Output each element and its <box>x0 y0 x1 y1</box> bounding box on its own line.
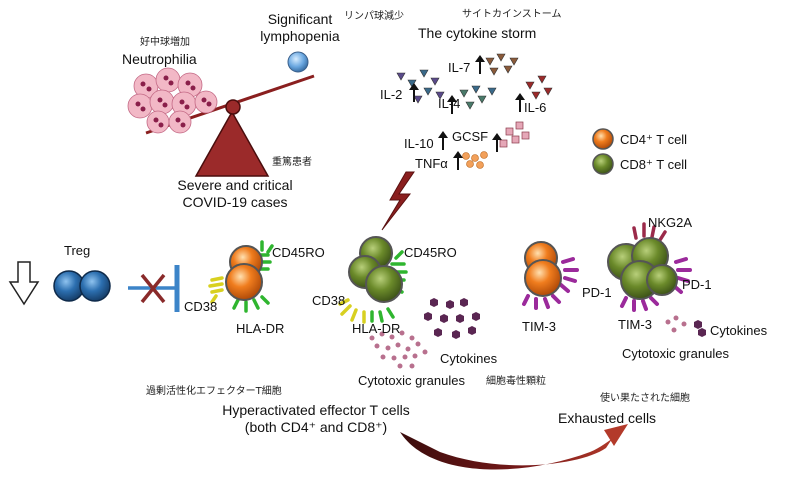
cytokines-label-b: Cytokines <box>710 323 768 338</box>
cd38-label-a: CD38 <box>184 299 218 314</box>
hyperactivated-label-line2: (both CD4⁺ and CD8⁺) <box>244 419 388 435</box>
il10-label: IL-10 <box>404 136 434 151</box>
cytotoxic-granules-a <box>369 330 428 369</box>
seesaw-pivot <box>225 99 241 115</box>
tnfa-label: TNFα <box>415 156 448 171</box>
treg-label: Treg <box>64 243 91 258</box>
exhausted-cd4-cells <box>522 241 579 310</box>
lymphopenia-label-line2: lymphopenia <box>260 28 340 44</box>
il7-label: IL-7 <box>448 60 471 75</box>
legend-cd4-cell <box>592 128 614 150</box>
cytotoxic-granules-b <box>665 315 687 333</box>
lymphopenia-label-line1: Significant <box>267 11 333 27</box>
hyperactivated-label-line1: Hyperactivated effector T cells <box>222 402 410 418</box>
down-arrow-icon <box>8 261 40 306</box>
curved-arrow <box>400 424 628 470</box>
il6-label: IL-6 <box>524 100 547 115</box>
legend-cd8-cell <box>592 153 614 175</box>
lymphopenia-jp-label: リンパ球減少 <box>344 11 404 22</box>
pd1-label-b: PD-1 <box>682 277 712 292</box>
hla-dr-label-a: HLA-DR <box>236 321 285 336</box>
tim3-label-a: TIM-3 <box>522 319 556 334</box>
activated-cd8-cells <box>338 236 408 324</box>
legend-cd8-label: CD8⁺ T cell <box>620 157 688 172</box>
severe-label-line1: Severe and critical <box>177 177 293 193</box>
treg-cells <box>53 270 111 302</box>
hyperactivated-jp-label: 過剰活性化エフェクターT細胞 <box>146 386 282 397</box>
severe-label-line2: COVID-19 cases <box>182 194 288 210</box>
cytokine-storm-symbols <box>396 53 553 170</box>
neutrophilia-label: Neutrophilia <box>122 51 197 67</box>
neutrophilia-jp-label: 好中球増加 <box>140 37 190 48</box>
cytotoxic-granules-jp-label: 細胞毒性顆粒 <box>486 376 546 387</box>
cytokine-storm-jp-label: サイトカインストーム <box>462 9 562 20</box>
gcsf-label: GCSF <box>452 129 489 144</box>
cytotoxic-granules-label-a: Cytotoxic granules <box>358 373 465 388</box>
neutrophil-cluster <box>127 67 218 134</box>
cytokine-hexagons-b <box>694 320 706 337</box>
cd38-label-b: CD38 <box>312 293 346 308</box>
nkg2a-label: NKG2A <box>648 215 693 230</box>
il4-label: IL-4 <box>438 96 461 111</box>
lightning-bolt-icon <box>381 171 415 231</box>
hla-dr-label-b: HLA-DR <box>352 321 401 336</box>
exhausted-label: Exhausted cells <box>558 410 657 426</box>
il2-label: IL-2 <box>380 87 403 102</box>
inhibition-symbol <box>128 265 180 312</box>
lymphocyte-cell <box>287 51 309 73</box>
cd45ro-label-b: CD45RO <box>404 245 457 260</box>
cd45ro-label-a: CD45RO <box>272 245 325 260</box>
pd1-label-a: PD-1 <box>582 285 612 300</box>
seesaw-fulcrum <box>194 110 270 177</box>
cytokine-storm-title: The cytokine storm <box>418 25 537 41</box>
cytokine-hexagons-a <box>424 298 480 339</box>
cytotoxic-granules-label-b: Cytotoxic granules <box>622 346 729 361</box>
tim3-label-b: TIM-3 <box>618 317 652 332</box>
legend-cd4-label: CD4⁺ T cell <box>620 132 688 147</box>
activated-cd4-cells <box>208 240 274 313</box>
exhausted-cd8-cells <box>607 222 692 312</box>
cytokines-label-a: Cytokines <box>440 351 498 366</box>
severe-jp-label: 重篤患者 <box>272 157 312 168</box>
exhausted-jp-label: 使い果たされた細胞 <box>600 393 690 404</box>
